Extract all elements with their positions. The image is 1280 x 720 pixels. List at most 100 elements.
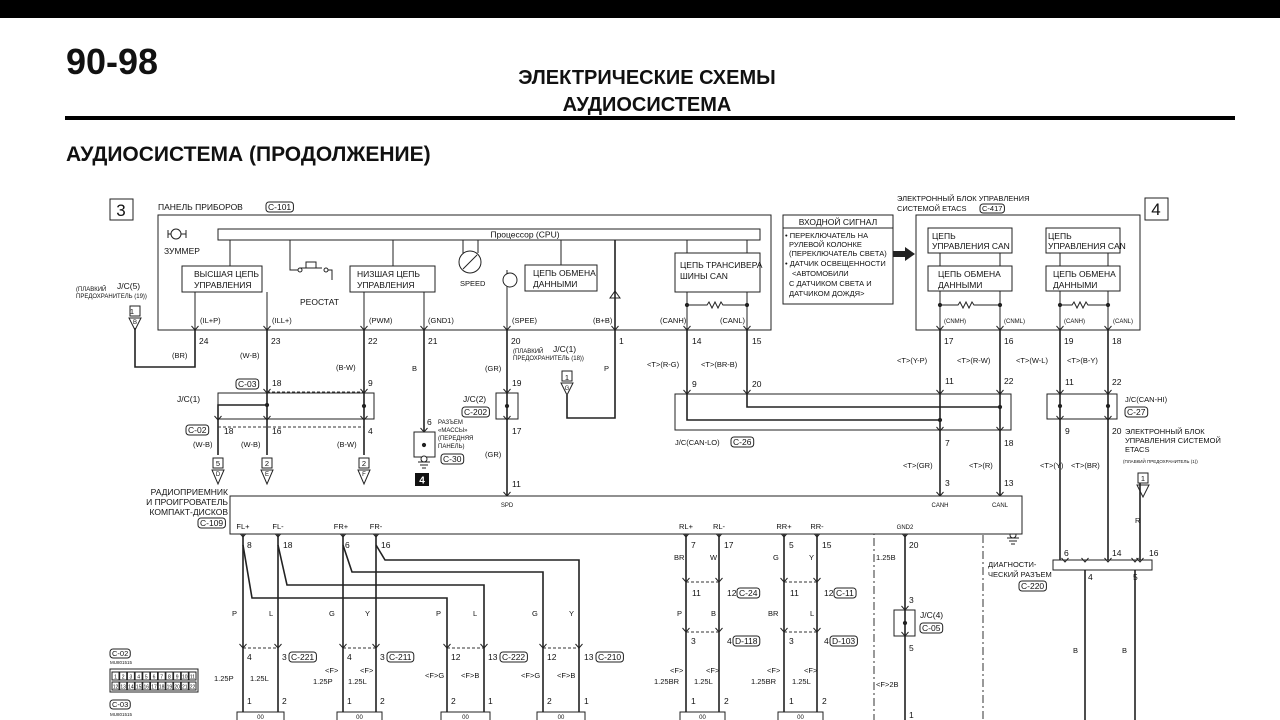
wire-color: (GR)	[485, 450, 502, 459]
fuse-number: 1	[130, 307, 134, 316]
wire-size: 1.25L	[250, 674, 269, 683]
wire-size: 1.25BR	[751, 677, 777, 686]
connector-c101: C-101	[268, 202, 291, 212]
switch-contact	[323, 267, 329, 273]
pin-number: 11	[790, 588, 799, 598]
pin-terminal	[339, 643, 347, 649]
splice-dot	[1105, 302, 1111, 308]
pin-number: 4	[368, 426, 373, 436]
fuse-label: (ПЛАВКИЙ	[513, 347, 543, 355]
speaker-connector-mark: 00	[797, 715, 804, 720]
ground-label: «МАССЫ»	[438, 428, 468, 434]
etacs-data-label: ЦЕПЬ ОБМЕНА	[938, 269, 1001, 279]
pin-signal: (IL+P)	[200, 316, 221, 325]
connector-cell	[111, 681, 120, 691]
fuse-label: ПРЕДОХРАНИТЕЛЬ (18))	[513, 356, 584, 362]
speaker-connector-mark: 00	[699, 715, 706, 720]
fuse-letter: G	[565, 386, 570, 392]
wire-color: <T>(BR-B)	[701, 360, 738, 369]
pin-terminal	[780, 577, 788, 583]
jc2-label: J/C(2)	[463, 394, 486, 404]
pin-number: 17	[944, 336, 954, 346]
speed-label: SPEED	[460, 279, 486, 288]
pin-terminal	[813, 577, 821, 583]
pin-number: 4	[347, 652, 352, 662]
pin-number: 18	[224, 426, 234, 436]
connector-tag-box	[235, 378, 260, 390]
pin-number: 16	[272, 426, 282, 436]
pin-number: 1	[619, 336, 624, 346]
data-exchange-box	[524, 264, 598, 292]
ground-label: (ПЕРЕДНЯЯ	[438, 436, 473, 442]
pin-number: 5	[909, 643, 914, 653]
etacs-box	[915, 214, 1141, 331]
pin-number: 11	[1065, 377, 1074, 387]
part-number: MU801515	[110, 660, 133, 665]
connector-cell-number: 7	[160, 675, 163, 681]
pin-number: 2	[724, 696, 729, 706]
splice-dot	[937, 302, 943, 308]
top-bar	[0, 0, 1280, 18]
connector-cell	[188, 671, 197, 681]
pin-number: 12	[727, 588, 737, 598]
etacs-can-ctrl-box	[1045, 227, 1121, 254]
pin-terminal	[239, 643, 247, 649]
pin-terminal	[996, 325, 1004, 331]
wire	[217, 404, 267, 455]
connector-tag-box	[265, 201, 294, 213]
connector-d118: D-118	[735, 636, 758, 646]
wire-size: <F>	[706, 666, 720, 675]
ref-triangle-icon	[357, 469, 371, 486]
can-lo-box	[674, 393, 1012, 431]
etacs-label: ЭЛЕКТРОННЫЙ БЛОК УПРАВЛЕНИЯ	[897, 194, 1030, 203]
connector-c222: C-222	[502, 652, 525, 662]
wire-size: <F>	[360, 666, 374, 675]
pin-terminal	[682, 627, 690, 633]
switch-contact	[297, 267, 303, 273]
pin-terminal	[372, 643, 380, 649]
connector-view-c02: C-02	[112, 649, 128, 658]
splice-dot	[997, 302, 1003, 308]
jc4-label: J/C(4)	[920, 610, 943, 620]
connector-cell-number: 2	[122, 675, 125, 681]
radio-label: КОМПАКТ-ДИСКОВ	[150, 507, 229, 517]
fuse-label: (ПЛАВКИЙ	[76, 285, 106, 293]
pin-number: 15	[752, 336, 762, 346]
fuse-jc-label: J/C(5)	[117, 281, 140, 291]
pin-number: 1	[347, 696, 352, 706]
cpu-label: Процессор (CPU)	[490, 230, 559, 240]
wire-color: B	[1122, 646, 1127, 655]
splice-dot	[1057, 302, 1063, 308]
ref-3: 3	[116, 201, 125, 220]
connector-cell-number: 11	[190, 675, 195, 681]
wire-color: L	[269, 609, 273, 618]
connector-tag-box	[386, 651, 415, 663]
connector-c27: C-27	[1127, 407, 1146, 417]
pin-terminal	[480, 643, 488, 649]
fuse-number: 1	[1141, 474, 1145, 483]
speaker-connector	[236, 711, 285, 720]
pin-signal: (CNML)	[1004, 319, 1025, 325]
wire-color: (GR)	[485, 364, 502, 373]
input-signal-line: (ПЕРЕКЛЮЧАТЕЛЬ СВЕТА)	[789, 249, 887, 258]
connector-cell	[119, 681, 128, 691]
splice-dot	[421, 442, 427, 448]
connector-tag-box	[1018, 580, 1047, 592]
speaker-connector-mark: 00	[558, 715, 565, 720]
fuse-label: (ПЛАВКИЙ ПРЕДОХРАНИТЕЛЬ (1))	[1123, 457, 1198, 464]
connector-cell	[173, 671, 182, 681]
pin-number: 2	[822, 696, 827, 706]
pin-number: 22	[1112, 377, 1122, 387]
speaker-connector-mark: 00	[462, 715, 469, 720]
splice-dot	[744, 302, 750, 308]
can-lo-label: J/C(CAN-LO)	[675, 438, 720, 447]
wire-color: G	[329, 609, 335, 618]
connector-cell	[157, 681, 166, 691]
input-signal-line: • ПЕРЕКЛЮЧАТЕЛЬ НА	[785, 231, 868, 240]
terminal-canl: CANL	[992, 503, 1009, 509]
pin-number: 18	[1004, 438, 1014, 448]
wire-color: (W-B)	[241, 440, 261, 449]
can-transceiver-box	[674, 252, 761, 293]
fuse-jc-label: J/C(1)	[553, 344, 576, 354]
